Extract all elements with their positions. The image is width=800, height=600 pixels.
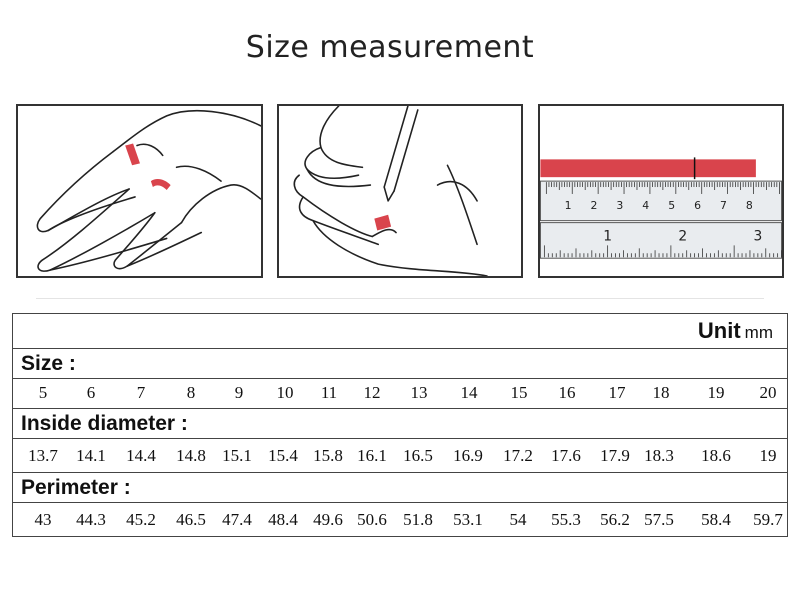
size-cell: 10	[276, 383, 294, 402]
perimeter-cell: 58.4	[701, 510, 731, 529]
size-cell: 16	[558, 383, 576, 402]
size-cell: 20	[759, 383, 777, 402]
ruler-number: 2	[591, 199, 598, 212]
diameter-cell: 17.6	[551, 446, 581, 465]
ruler-number: 1	[603, 228, 612, 244]
perimeter-cell: 51.8	[403, 510, 433, 529]
size-cell: 14	[460, 383, 478, 402]
size-cell: 15	[510, 383, 528, 402]
diameter-cell: 18.3	[644, 446, 674, 465]
step1-illustration	[16, 104, 263, 278]
page-title: Size measurement	[245, 30, 535, 65]
perimeter-cell: 45.2	[126, 510, 156, 529]
ruler-number: 8	[746, 199, 753, 212]
size-label: Size :	[21, 352, 76, 375]
diameter-header-row: Inside diameter :	[13, 408, 787, 439]
ruler-number: 1	[565, 199, 572, 212]
size-cell: 11	[320, 383, 338, 402]
step2-illustration	[277, 104, 523, 278]
diameter-cell: 17.9	[600, 446, 630, 465]
pen-marking-strip-icon	[293, 106, 488, 276]
ruler-measuring-strip-icon: 1 2 3 4 5 6 7 8 1 2 3	[540, 157, 782, 259]
size-cell: 5	[38, 383, 48, 402]
unit-title: Unit	[697, 318, 741, 343]
diameter-cell: 14.4	[126, 446, 156, 465]
size-cell: 18	[652, 383, 670, 402]
perimeter-header-row: Perimeter :	[13, 472, 787, 503]
perimeter-cell: 57.5	[644, 510, 674, 529]
paper-strip	[540, 159, 756, 178]
perimeter-cell: 43	[34, 510, 52, 529]
diameter-cell: 17.2	[503, 446, 533, 465]
size-cell: 9	[234, 383, 244, 402]
size-cell: 8	[186, 383, 196, 402]
perimeter-cell: 55.3	[551, 510, 581, 529]
diameter-cell: 18.6	[701, 446, 731, 465]
perimeter-cell: 56.2	[600, 510, 630, 529]
diameter-label: Inside diameter :	[21, 412, 188, 435]
ruler-number: 7	[720, 199, 727, 212]
perimeter-cell: 49.6	[313, 510, 343, 529]
ruler-top	[540, 180, 782, 222]
perimeter-values-row: 43 44.3 45.2 46.5 47.4 48.4 49.6 50.6 51.8 53.1 54…	[13, 502, 787, 537]
ruler-bottom	[540, 222, 782, 259]
diameter-cell: 15.8	[313, 446, 343, 465]
diameter-cell: 15.1	[222, 446, 252, 465]
size-cell: 12	[363, 383, 381, 402]
perimeter-cell: 53.1	[453, 510, 483, 529]
hand-with-paper-strip-icon	[36, 110, 261, 272]
perimeter-cell: 44.3	[76, 510, 106, 529]
size-cell: 7	[136, 383, 146, 402]
size-cell: 13	[410, 383, 428, 402]
perimeter-cell: 48.4	[268, 510, 298, 529]
diameter-cell: 19	[759, 446, 777, 465]
diameter-cell: 16.5	[403, 446, 433, 465]
perimeter-cell: 46.5	[176, 510, 206, 529]
diameter-values-row: 13.7 14.1 14.4 14.8 15.1 15.4 15.8 16.1 16.5 16.9…	[13, 438, 787, 473]
ruler-number: 4	[642, 199, 649, 212]
section-divider	[36, 298, 764, 299]
size-cell: 19	[707, 383, 725, 402]
size-cell: 17	[608, 383, 626, 402]
perimeter-cell: 50.6	[357, 510, 387, 529]
perimeter-label: Perimeter :	[21, 476, 131, 499]
perimeter-cell: 54	[509, 510, 527, 529]
step3-illustration: 1 2 3 4 5 6 7 8 1 2 3	[538, 104, 784, 278]
ruler-number: 6	[694, 199, 701, 212]
perimeter-cell: 47.4	[222, 510, 252, 529]
size-cell: 6	[86, 383, 96, 402]
ruler-number: 3	[753, 228, 762, 244]
ruler-number: 5	[668, 199, 675, 212]
diameter-cell: 14.1	[76, 446, 106, 465]
ruler-number: 2	[678, 228, 687, 244]
perimeter-cell: 59.7	[753, 510, 783, 529]
diameter-cell: 16.1	[357, 446, 387, 465]
size-header-row: Size :	[13, 348, 787, 379]
size-values-row: 5 6 7 8 9 10 11 12 13 14 15 16 17 18 19 20	[13, 378, 787, 409]
diameter-cell: 14.8	[176, 446, 206, 465]
diameter-cell: 16.9	[453, 446, 483, 465]
unit-value: mm	[744, 323, 773, 342]
diameter-cell: 13.7	[28, 446, 58, 465]
diameter-cell: 15.4	[268, 446, 298, 465]
ruler-number: 3	[616, 199, 623, 212]
